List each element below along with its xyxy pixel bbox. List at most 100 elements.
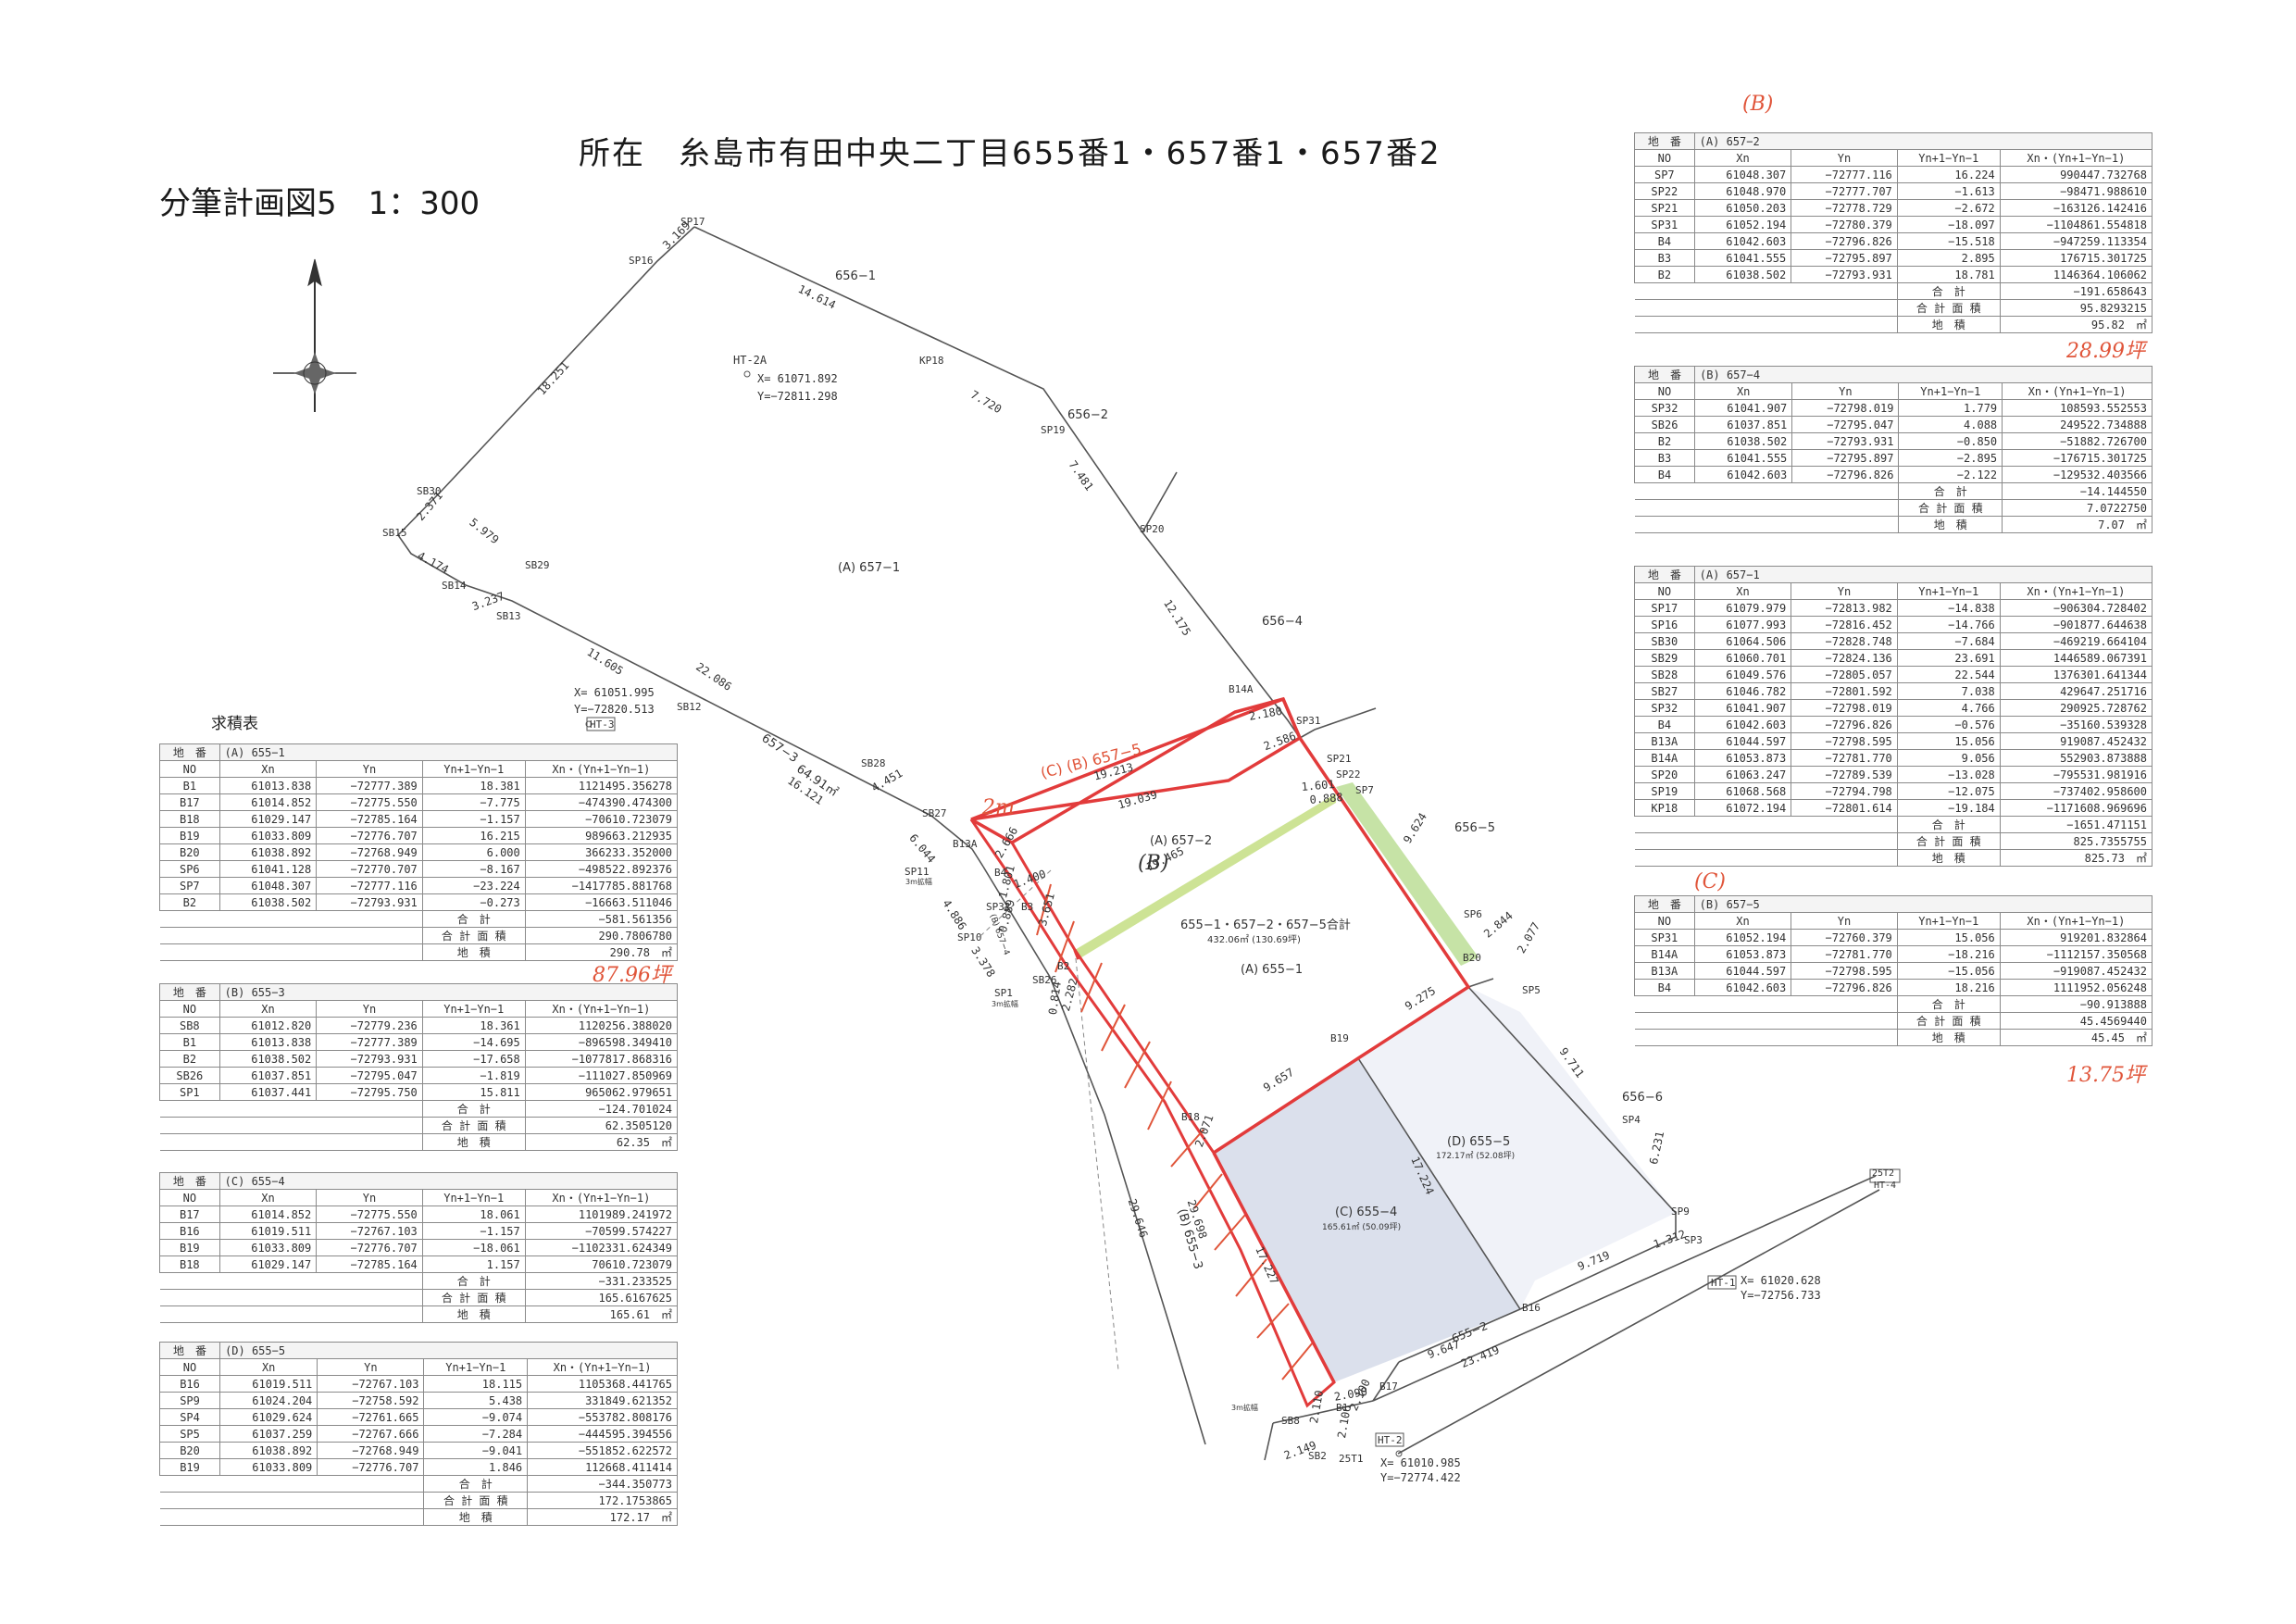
column-header: Xn [1693,149,1792,167]
table-cell: 61060.701 [1693,649,1792,667]
table-cell: 61052.194 [1693,216,1792,233]
handwritten-tsubo-note: 87.96坪 [593,964,671,987]
lot-label: 656−5 [1454,821,1495,835]
table-cell: −737402.958600 [1999,782,2153,800]
survey-point-label: SB2 [1308,1450,1327,1462]
summary-label: 合 計 [1897,282,2001,300]
handwritten-lot-mark: (B) [1138,852,1169,875]
summary-value-sum: −14.144550 [2002,482,2152,500]
blank-cell [1634,1029,1898,1046]
north-arrow-icon [273,258,356,412]
column-header: NO [159,1189,220,1206]
table-cell: B1 [159,1033,220,1051]
table-cell: B17 [159,1206,220,1223]
table-cell: −72789.539 [1791,766,1898,783]
table-cell: 61013.838 [218,777,318,794]
benchmark-markers [585,370,1901,1457]
table-cell: B2 [1633,432,1696,450]
table-cell: B3 [1634,249,1695,267]
table-cell: −129532.403566 [2002,466,2152,483]
summary-value-total: 45.4569440 [2000,1012,2153,1030]
table-cell: 919201.832864 [1999,929,2153,946]
summary-label: 地 積 [1897,316,2001,333]
benchmark-coord: X= 61071.892 [757,372,838,385]
survey-point-label: SP3 [1684,1234,1703,1246]
summary-label: 合 計 面 積 [1897,832,2001,850]
table-cell: 15.811 [421,1083,526,1101]
table-cell: 61041.555 [1694,449,1793,467]
column-header: Yn+1−Yn−1 [1896,149,2001,167]
column-header: Xn・(Yn+1−Yn−1) [524,1000,679,1018]
blank-cell [1634,282,1898,300]
combined-area-label: 432.06㎡ (130.69坪) [1207,935,1301,945]
table-cell: −51882.726700 [2002,432,2152,450]
table-cell: −444595.394556 [527,1425,678,1443]
table-cell: 112668.411414 [527,1458,678,1476]
table-cell: 61019.511 [219,1375,318,1393]
table-cell: −14.838 [1896,599,2001,617]
survey-point-label: B13A [953,838,978,850]
table-cell: KP18 [1634,799,1695,817]
column-header: Xn [218,1189,318,1206]
survey-point-label: SP31 [1296,715,1321,727]
survey-point-label: SP19 [1041,424,1066,436]
table-cell: 61053.873 [1693,945,1792,963]
survey-point-label: B3 [1021,901,1034,913]
table-cell: B3 [1633,449,1696,467]
red-edge-top [970,697,1284,821]
lot-label: (A) 655−1 [1241,963,1304,977]
blank-cell [159,1272,423,1290]
blank-cell [1634,299,1898,317]
table-cell: 61064.506 [1693,632,1792,650]
summary-label: 地 積 [422,1305,526,1323]
table-cell: −1112157.350568 [1999,945,2153,963]
blank-cell [1634,482,1900,500]
table-cell: 61038.502 [1694,432,1793,450]
table-cell: −72813.982 [1791,599,1898,617]
survey-point-label: SB12 [677,701,702,713]
benchmark-label: 25T1 [1339,1453,1364,1465]
table-cell: −72795.750 [316,1083,423,1101]
survey-point-label: SB13 [496,610,521,622]
summary-value-total: 165.6167625 [525,1289,679,1306]
table-cell: 61048.307 [1693,166,1792,183]
table-cell: 15.056 [1896,929,2001,946]
column-header: Yn [1791,149,1898,167]
table-cell: SB26 [1633,416,1696,433]
benchmark-coord: Y=−72811.298 [757,390,838,403]
summary-value-total: 825.7355755 [2000,832,2153,850]
summary-label: 合 計 [1897,995,2001,1013]
table-cell: 1146364.106062 [1999,266,2153,283]
summary-value-sum: −191.658643 [2000,282,2153,300]
summary-label: 地 積 [1898,516,2003,533]
table-cell: 990447.732768 [1999,166,2153,183]
table-cell: −72767.103 [317,1375,425,1393]
summary-value-total: 7.0722750 [2002,499,2152,517]
survey-point-label: SP10 [957,931,982,943]
column-header: Yn+1−Yn−1 [423,1358,529,1376]
table-cell: −2.672 [1896,199,2001,217]
table-cell: −1104861.554818 [1999,216,2153,233]
column-header: Xn [219,1358,318,1376]
blank-cell [1634,516,1900,533]
table-cell: B16 [159,1222,220,1240]
table-cell: 18.115 [423,1375,529,1393]
benchmark-coord: X= 61010.985 [1380,1456,1461,1469]
table-cell: −35160.539328 [1999,716,2153,733]
summary-label: 地 積 [1897,849,2001,867]
summary-value-sum: −344.350773 [527,1475,678,1493]
table-cell: −72777.389 [316,777,423,794]
table-cell: 1.157 [421,1255,526,1273]
table-cell: −72785.164 [316,810,423,828]
lot-area-label: 165.61㎡ (50.09坪) [1322,1223,1402,1232]
